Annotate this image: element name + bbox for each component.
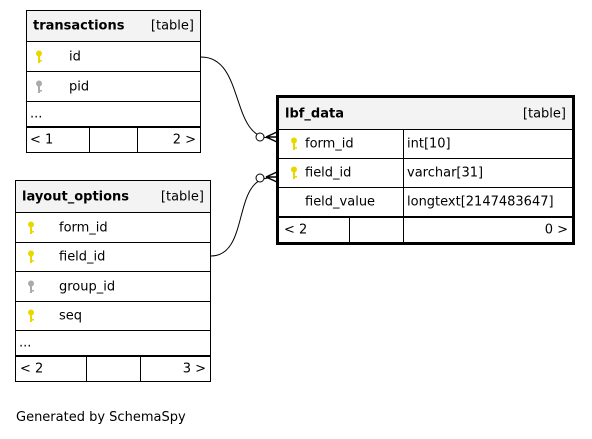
table-name: lbf_data <box>285 106 344 121</box>
column-name: id <box>69 49 81 64</box>
column-name: seq <box>59 308 83 324</box>
table-transactions[interactable]: transactions [table] id pid ... < 1 2 > <box>26 10 201 153</box>
connector-end-circle <box>255 132 265 142</box>
column-row: pid <box>27 72 200 102</box>
table-name: layout_options <box>22 189 130 204</box>
connector-end-circle <box>255 173 265 183</box>
column-row: form_id int[10] <box>279 130 572 159</box>
column-row: form_id <box>16 213 210 243</box>
connector-layout-options-to-lbf-data <box>210 177 271 257</box>
table-footer: < 2 3 > <box>16 356 210 381</box>
table-kind: [table] <box>150 18 194 34</box>
foreign-key-icon <box>28 280 34 293</box>
generated-by-note: Generated by SchemaSpy <box>16 410 186 425</box>
column-type: varchar[31] <box>407 165 484 181</box>
column-name: pid <box>69 79 90 94</box>
column-name: field_id <box>305 165 352 181</box>
column-row: id <box>27 42 200 72</box>
connector-crowfoot <box>265 131 278 143</box>
footer-children: 3 > <box>182 361 206 377</box>
ellipsis: ... <box>19 335 32 351</box>
footer-parents: < 2 <box>20 361 44 377</box>
table-footer: < 2 0 > <box>279 217 572 242</box>
connector-transactions-to-lbf-data <box>200 56 271 139</box>
column-row: field_id varchar[31] <box>279 159 572 188</box>
column-type: int[10] <box>407 136 451 152</box>
table-layout-options[interactable]: layout_options [table] form_id field_id … <box>15 180 211 382</box>
primary-key-icon <box>291 137 297 150</box>
footer-children: 0 > <box>544 222 568 238</box>
foreign-key-icon <box>36 80 42 93</box>
primary-key-icon <box>291 166 297 179</box>
connector-crowfoot <box>265 171 278 183</box>
ellipsis: ... <box>30 106 43 122</box>
ellipsis-row: ... <box>27 102 200 127</box>
primary-key-icon <box>28 221 34 234</box>
table-kind: [table] <box>522 106 566 121</box>
ellipsis-row: ... <box>16 331 210 356</box>
column-row: seq <box>16 302 210 331</box>
table-header: lbf_data [table] <box>279 98 572 130</box>
column-row: field_id <box>16 243 210 272</box>
footer-children: 2 > <box>172 132 196 148</box>
column-row: group_id <box>16 272 210 302</box>
column-name: form_id <box>59 220 108 235</box>
table-lbf-data[interactable]: lbf_data [table] form_id int[10] field_i… <box>276 95 575 245</box>
column-name: form_id <box>305 136 354 152</box>
primary-key-icon <box>36 50 42 63</box>
table-kind: [table] <box>160 189 204 204</box>
footer-parents: < 1 <box>30 132 54 148</box>
footer-parents: < 2 <box>284 222 308 238</box>
primary-key-icon <box>28 250 34 263</box>
column-name: group_id <box>59 279 116 294</box>
column-name: field_id <box>59 249 106 265</box>
column-type: longtext[2147483647] <box>407 194 554 210</box>
column-name: field_value <box>305 194 376 210</box>
table-footer: < 1 2 > <box>27 127 200 152</box>
table-name: transactions <box>33 18 125 34</box>
table-header: layout_options [table] <box>16 181 210 213</box>
table-header: transactions [table] <box>27 11 200 42</box>
primary-key-icon <box>28 309 34 322</box>
column-row: field_value longtext[2147483647] <box>279 188 572 217</box>
